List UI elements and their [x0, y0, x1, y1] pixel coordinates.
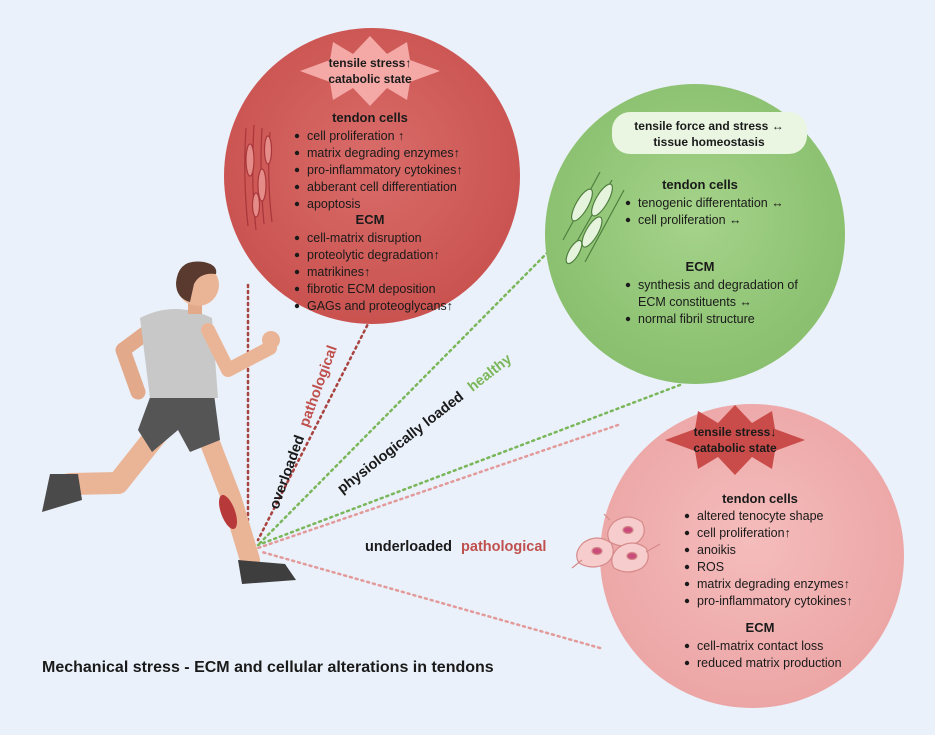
underloaded-cells-header: tendon cells — [722, 491, 798, 506]
list-bullet — [684, 530, 690, 536]
list-item: cell-matrix contact loss — [697, 639, 823, 653]
list-item: proteolytic degradation↑ — [307, 248, 440, 262]
underloaded-state: pathological — [461, 539, 546, 555]
underloaded-connector-upper — [256, 423, 620, 550]
healthy-ecm-list: synthesis and degradation of ECM constitu… — [625, 278, 798, 326]
list-item: synthesis and degradation of — [638, 278, 798, 292]
connector-lines — [246, 250, 682, 650]
healthy-connector-upper — [256, 250, 550, 547]
healthy-tenocytes-icon — [562, 171, 625, 265]
underloaded-badge-line-2: catabolic state — [693, 441, 777, 455]
elongated-tendon-cells-icon — [244, 124, 273, 231]
overloaded-cells-header: tendon cells — [332, 110, 408, 125]
overloaded-cells-list: cell proliferation ↑ matrix degrading enz… — [294, 129, 463, 211]
list-item: matrikines↑ — [307, 265, 370, 279]
list-bullet — [684, 547, 690, 553]
overloaded-label: overloaded pathological — [267, 344, 341, 512]
rounded-tenocytes-icon — [571, 513, 661, 573]
overloaded-badge-line-1: tensile stress↑ — [329, 56, 412, 70]
list-bullet — [684, 643, 690, 649]
list-bullet — [294, 303, 300, 309]
list-bullet — [294, 167, 300, 173]
list-item: ROS — [697, 560, 724, 574]
healthy-badge — [612, 112, 807, 154]
list-item: normal fibril structure — [638, 312, 755, 326]
healthy-circle — [545, 84, 845, 384]
list-item: matrix degrading enzymes↑ — [307, 146, 460, 160]
healthy-cells-header: tendon cells — [662, 177, 738, 192]
underloaded-cells-list: altered tenocyte shape cell proliferation… — [684, 509, 853, 608]
underloaded-ecm-list: cell-matrix contact loss reduced matrix p… — [684, 639, 842, 670]
list-bullet — [294, 269, 300, 275]
physiologically-loaded-state: healthy — [465, 351, 515, 395]
list-item: cell proliferation↑ — [697, 526, 791, 540]
list-item: GAGs and proteoglycans↑ — [307, 299, 453, 313]
list-item: cell-matrix disruption — [307, 231, 422, 245]
list-item: matrix degrading enzymes↑ — [697, 577, 850, 591]
list-bullet — [294, 286, 300, 292]
list-item: cell proliferation ↔ — [638, 213, 742, 227]
overloaded-circle — [224, 28, 520, 324]
list-item: pro-inflammatory cytokines↑ — [697, 594, 853, 608]
list-item: reduced matrix production — [697, 656, 842, 670]
list-item: ECM constituents ↔ — [638, 295, 752, 309]
healthy-cells-list: tenogenic differentation ↔ cell prolifera… — [625, 196, 784, 227]
underloaded-panel: tensile stress↓ catabolic state tendon c… — [571, 404, 904, 708]
underloaded-ecm-header: ECM — [746, 620, 775, 635]
underloaded-burst-badge — [665, 405, 805, 475]
overloaded-burst-badge — [300, 36, 440, 106]
list-item: fibrotic ECM deposition — [307, 282, 436, 296]
overloaded-panel: tensile stress↑ catabolic state tendon c… — [224, 28, 520, 324]
overloaded-ecm-header: ECM — [356, 212, 385, 227]
healthy-panel: tensile force and stress ↔ tissue homeos… — [545, 84, 845, 384]
underloaded-badge-line-1: tensile stress↓ — [694, 425, 777, 439]
list-bullet — [684, 513, 690, 519]
list-bullet — [294, 201, 300, 207]
list-bullet — [625, 316, 631, 322]
healthy-badge-line-1: tensile force and stress ↔ — [634, 119, 783, 133]
list-bullet — [684, 581, 690, 587]
physiologically-loaded-word: physiologically loaded — [335, 389, 467, 497]
healthy-badge-line-2: tissue homeostasis — [653, 135, 765, 149]
overloaded-state: pathological — [297, 344, 341, 430]
physiologically-loaded-label: physiologically loaded healthy — [335, 351, 515, 497]
figure-caption: Mechanical stress - ECM and cellular alt… — [42, 659, 494, 676]
calf-muscle-highlight — [218, 494, 238, 530]
list-item: apoptosis — [307, 197, 361, 211]
runner-illustration — [42, 261, 296, 584]
underloaded-word: underloaded — [365, 539, 452, 555]
healthy-ecm-header: ECM — [686, 259, 715, 274]
underloaded-connector-lower — [260, 550, 602, 650]
overloaded-badge-line-2: catabolic state — [328, 72, 412, 86]
healthy-connector-lower — [256, 383, 682, 547]
underloaded-circle — [600, 404, 904, 708]
list-item: altered tenocyte shape — [697, 509, 824, 523]
list-bullet — [684, 598, 690, 604]
list-item: abberant cell differentiation — [307, 180, 457, 194]
overloaded-connector-right — [256, 318, 372, 542]
list-bullet — [625, 282, 631, 288]
list-bullet — [294, 150, 300, 156]
list-bullet — [625, 217, 631, 223]
list-bullet — [684, 660, 690, 666]
list-bullet — [684, 564, 690, 570]
list-bullet — [625, 200, 631, 206]
list-item: cell proliferation ↑ — [307, 129, 404, 143]
underloaded-label: underloaded pathological — [365, 539, 546, 555]
list-bullet — [294, 133, 300, 139]
list-bullet — [294, 235, 300, 241]
list-item: pro-inflammatory cytokines↑ — [307, 163, 463, 177]
list-item: anoikis — [697, 543, 736, 557]
list-bullet — [294, 252, 300, 258]
overloaded-ecm-list: cell-matrix disruption proteolytic degrad… — [294, 231, 453, 313]
list-item: tenogenic differentation ↔ — [638, 196, 784, 210]
list-bullet — [294, 184, 300, 190]
